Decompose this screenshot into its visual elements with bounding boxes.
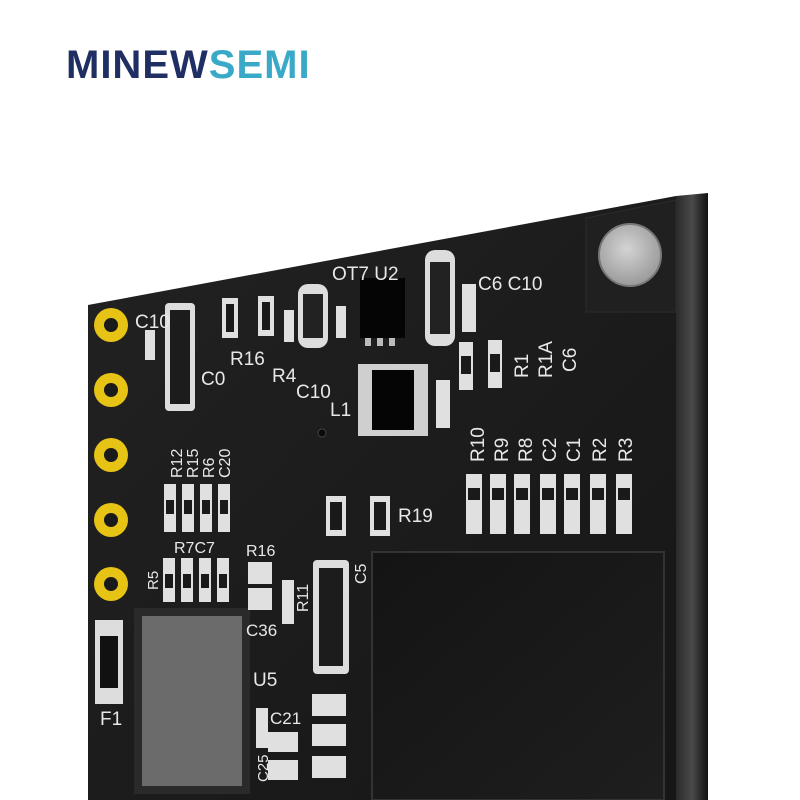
label-r15: R15	[185, 449, 202, 478]
component-c0	[165, 303, 195, 411]
label-r2: R2	[590, 438, 611, 462]
label-u2: OT7 U2	[332, 264, 399, 285]
label-r5: R5	[145, 571, 162, 590]
pad-3	[94, 438, 128, 472]
pad-2	[94, 373, 128, 407]
label-c6-c10: C6 C10	[478, 274, 542, 295]
passive-centers	[165, 302, 630, 588]
label-r10: R10	[468, 427, 489, 462]
silkscreen-labels: C10 C0 R16 R4 C10 L1 OT7 U2 C6 C10 R1 R1…	[100, 264, 637, 782]
label-r9: R9	[492, 438, 513, 462]
label-u5: U5	[253, 670, 277, 691]
label-c2: C2	[540, 438, 561, 462]
mcu-chip	[134, 608, 250, 794]
label-r7c7: R7C7	[174, 540, 215, 557]
component-c6	[425, 250, 455, 346]
label-r11: R11	[295, 584, 312, 612]
chip-u2	[360, 278, 405, 338]
label-l1: L1	[330, 400, 351, 421]
label-f1: F1	[100, 709, 122, 730]
component-c10-mid	[298, 284, 328, 348]
label-r16: R16	[230, 349, 265, 370]
brand-name-part1: MINEW	[66, 42, 209, 87]
board-side-edge	[676, 193, 708, 800]
label-c1: C1	[564, 438, 585, 462]
label-c36: C36	[246, 621, 277, 640]
label-r3: R3	[616, 438, 637, 462]
via	[317, 428, 327, 438]
label-c10-left: C10	[135, 312, 170, 333]
pad-4	[94, 503, 128, 537]
inductor-l1	[358, 364, 428, 436]
label-c10-mid: C10	[296, 382, 331, 403]
label-r1a: R1A	[536, 341, 557, 378]
label-c20: C20	[217, 449, 234, 478]
label-c25: C25	[255, 754, 272, 782]
label-r12: R12	[169, 449, 186, 478]
label-r1: R1	[512, 354, 533, 378]
label-c6: C6	[560, 348, 581, 372]
castellated-pads	[94, 308, 128, 601]
label-c5: C5	[353, 563, 370, 584]
pad-5	[94, 567, 128, 601]
component-c5	[313, 560, 349, 674]
mounting-hole	[598, 223, 662, 287]
pad-1	[94, 308, 128, 342]
label-c0: C0	[201, 369, 225, 390]
chip-u2-pins	[365, 338, 395, 346]
label-r8: R8	[516, 438, 537, 462]
label-r16b: R16	[246, 543, 275, 560]
brand-name-part2: SEMI	[208, 42, 311, 87]
label-r4: R4	[272, 366, 297, 387]
label-r19: R19	[398, 506, 433, 527]
component-f1	[95, 620, 123, 704]
label-c21: C21	[270, 709, 301, 728]
label-r6: R6	[201, 457, 218, 478]
shield-can	[371, 551, 665, 800]
